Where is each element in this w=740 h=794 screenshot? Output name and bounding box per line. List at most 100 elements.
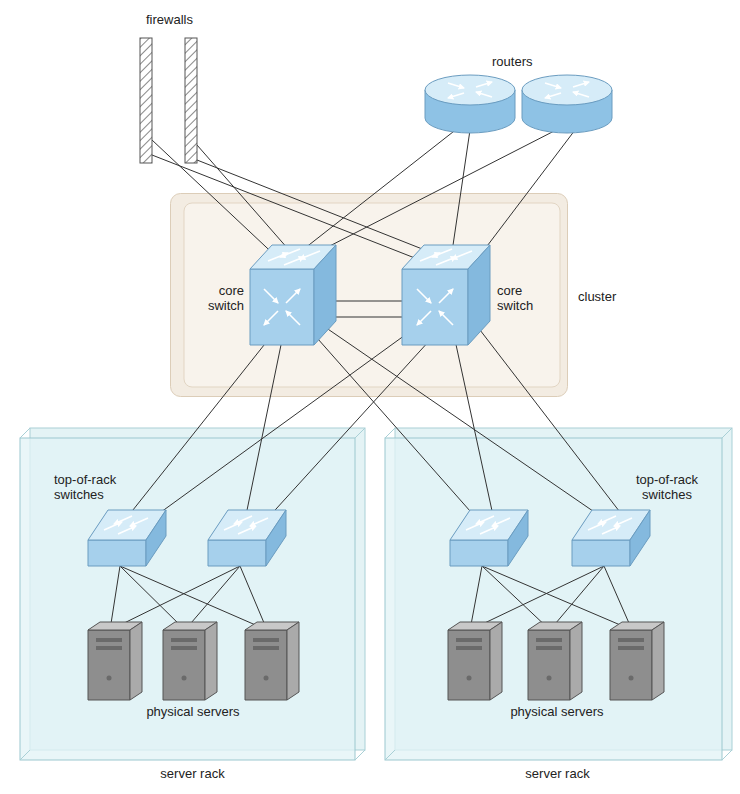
server-tower-front [528, 630, 570, 700]
diagram-label: firewalls [146, 12, 216, 27]
drive-bay [253, 646, 279, 650]
switch-arrow [439, 289, 453, 303]
rack-edge [20, 428, 30, 438]
switch-arrow [104, 522, 122, 530]
switch-arrow [480, 526, 498, 534]
drive-bay [456, 638, 482, 642]
node-label: core switch [497, 283, 543, 313]
node-label: cluster [578, 289, 638, 304]
drive-bay [171, 638, 197, 642]
server-tower-side [570, 622, 582, 700]
network-cable [120, 566, 267, 630]
tor-switch-side [266, 510, 286, 566]
switch-arrow [448, 93, 464, 98]
rack-edge [722, 428, 732, 438]
firewall [140, 38, 152, 163]
network-cable [478, 130, 575, 258]
network-cable [470, 566, 482, 630]
diagram-label: top-of-rack switches [54, 472, 138, 502]
power-button [107, 676, 112, 681]
server-tower-front [88, 630, 130, 700]
network-cable [322, 325, 606, 520]
drive-bay [96, 638, 122, 642]
diagram-label: physical servers [120, 704, 266, 719]
switch-arrow [476, 82, 492, 87]
switch-arrow [545, 93, 561, 98]
switch-arrow [588, 522, 606, 530]
power-button [182, 676, 187, 681]
rack-front [385, 438, 722, 760]
switch-arrow [264, 311, 278, 325]
switch-arrow [286, 289, 300, 303]
switch-arrow [573, 82, 589, 87]
switch-arrow [602, 526, 620, 534]
rack-front [20, 438, 355, 760]
network-cable [197, 145, 296, 258]
switch-arrow [476, 516, 494, 524]
switch-arrow [264, 289, 278, 303]
switch-arrow [492, 518, 510, 526]
network-cable [240, 566, 267, 630]
network-cable [185, 566, 240, 630]
network-cable [480, 330, 626, 520]
rack-edge [722, 750, 732, 760]
server-tower-front [163, 630, 205, 700]
switch-arrow [286, 311, 300, 325]
drive-bay [618, 638, 644, 642]
switch-arrow [466, 522, 484, 530]
switch-link [336, 301, 402, 302]
server-tower-side [130, 622, 142, 700]
network-cable [455, 340, 494, 520]
server-tower-front [448, 630, 490, 700]
router-top [522, 75, 612, 105]
rack-back [395, 428, 732, 750]
power-button [547, 676, 552, 681]
power-button [629, 676, 634, 681]
power-button [467, 676, 472, 681]
network-cable [470, 566, 604, 630]
switch-arrow [614, 518, 632, 526]
drive-bay [96, 646, 122, 650]
switch-arrow [573, 92, 589, 97]
switch-arrow [114, 516, 132, 524]
switch-arrow [250, 518, 268, 526]
tor-switch-side [146, 510, 166, 566]
drive-bay [171, 646, 197, 650]
drive-bay [253, 638, 279, 642]
router-top [425, 75, 515, 105]
core-switch-icon [402, 245, 490, 345]
rack-edge [385, 750, 395, 760]
drive-bay [536, 646, 562, 650]
tor-switch-front [572, 540, 630, 566]
switch-link [336, 317, 402, 318]
core-switch-side [314, 245, 336, 345]
network-cable [110, 566, 120, 630]
core-switch-icon [250, 245, 336, 345]
node-label: server rack [485, 766, 630, 781]
cluster-outer [171, 194, 568, 397]
switch-arrow [448, 83, 464, 88]
rack-edge [355, 750, 365, 760]
server-tower-front [610, 630, 652, 700]
rack-edge [20, 750, 30, 760]
switch-arrow [476, 92, 492, 97]
diagram-label: routers [492, 54, 562, 69]
network-cable [110, 566, 240, 630]
server-tower-side [287, 622, 299, 700]
switch-arrow [234, 516, 252, 524]
network-cable [245, 340, 282, 520]
core-switch-front [250, 269, 314, 345]
network-cable [310, 330, 478, 520]
drive-bay [456, 646, 482, 650]
network-cable [482, 566, 632, 630]
rack-edge [355, 428, 365, 438]
switch-arrow [417, 311, 431, 325]
switch-arrow [417, 289, 431, 303]
switch-arrow [598, 516, 616, 524]
cluster-inner [184, 203, 560, 387]
network-cable [266, 340, 430, 520]
switch-arrow [439, 311, 453, 325]
core-switch-front [402, 269, 468, 345]
